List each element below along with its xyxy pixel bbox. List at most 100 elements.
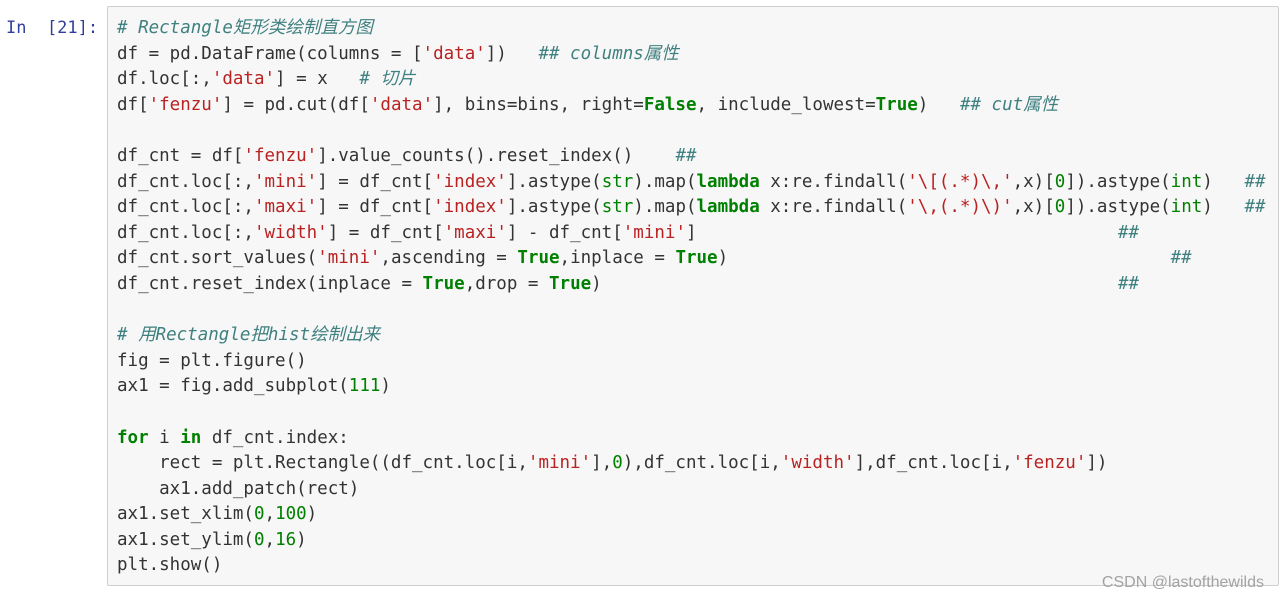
code-token-string: 'mini' — [253, 171, 318, 192]
code-token-text: ]).astype( — [1065, 171, 1171, 192]
code-token-text: ] — [685, 222, 1118, 243]
code-token-string: 'mini' — [527, 453, 592, 474]
code-token-text: ] = df_cnt[ — [317, 197, 434, 218]
code-token-builtin: str — [601, 171, 634, 192]
code-line: ax1.set_ylim(0,16) — [117, 528, 1266, 554]
code-token-text: ] = x — [275, 69, 360, 90]
code-token-number: 0 — [1054, 197, 1066, 218]
code-token-text: ) — [296, 529, 307, 550]
code-token-text: ) — [380, 376, 391, 397]
code-line: df.loc[:,'data'] = x # 切片 — [117, 67, 1266, 93]
code-line: df_cnt.loc[:,'mini'] = df_cnt['index'].a… — [117, 170, 1266, 196]
code-token-text: ,x)[ — [1012, 197, 1055, 218]
code-token-string: '\,(.*)\)' — [907, 197, 1013, 218]
code-token-string: 'index' — [433, 171, 507, 192]
code-token-number: 0 — [253, 529, 265, 550]
code-token-string: 'data' — [422, 43, 486, 64]
code-line: df['fenzu'] = pd.cut(df['data'], bins=bi… — [117, 93, 1266, 119]
code-token-text: ], — [591, 453, 613, 474]
code-line: df_cnt.reset_index(inplace = True,drop =… — [117, 272, 1266, 298]
code-token-string: 'data' — [369, 94, 434, 115]
code-token-text: x:re.findall( — [759, 197, 908, 218]
code-token-number: 0 — [253, 504, 265, 525]
code-token-builtin: int — [1170, 197, 1203, 218]
code-token-number: 111 — [348, 376, 381, 397]
code-token-text: ] - df_cnt[ — [506, 222, 623, 243]
code-token-text: ) — [917, 94, 960, 115]
code-token-text: df_cnt.index: — [201, 427, 349, 448]
code-token-comment: ## cut属性 — [959, 94, 1059, 115]
code-token-text: ax1.add_patch(rect) — [117, 478, 360, 499]
code-token-text: ] = pd.cut(df[ — [222, 94, 370, 115]
code-token-text: ) — [1202, 197, 1245, 218]
code-token-text: ]) — [1086, 453, 1108, 474]
code-token-text: ax1.set_xlim( — [117, 504, 254, 525]
code-line: df_cnt.sort_values('mini',ascending = Tr… — [117, 246, 1266, 272]
code-line: df_cnt.loc[:,'width'] = df_cnt['maxi'] -… — [117, 221, 1266, 247]
code-editor[interactable]: # Rectangle矩形类绘制直方图 df = pd.DataFrame(col… — [117, 16, 1266, 579]
code-token-keyword: in — [180, 427, 202, 448]
code-token-text: df_cnt = df[ — [117, 145, 244, 166]
code-token-text: ).map( — [633, 171, 697, 192]
code-token-text: ,drop = — [464, 273, 549, 294]
code-cell-input[interactable]: # Rectangle矩形类绘制直方图 df = pd.DataFrame(col… — [107, 6, 1279, 586]
code-token-text: ) — [306, 504, 318, 525]
code-token-string: 'mini' — [622, 222, 686, 243]
code-token-string: 'data' — [211, 69, 276, 90]
code-line — [117, 400, 1266, 426]
code-token-string: 'fenzu' — [1012, 453, 1087, 474]
code-token-text: df_cnt.reset_index(inplace = — [117, 273, 423, 294]
code-line: df = pd.DataFrame(columns = ['data']) ##… — [117, 42, 1266, 68]
code-token-keyword: True — [875, 94, 918, 115]
cell-prompt: In [21]: — [6, 18, 99, 38]
code-token-text: df_cnt.loc[:, — [117, 197, 254, 218]
code-token-builtin: str — [601, 197, 634, 218]
code-token-text: ]) — [485, 43, 539, 64]
code-token-text: ].astype( — [506, 171, 602, 192]
code-token-text: df_cnt.sort_values( — [117, 248, 318, 269]
code-token-number: 100 — [275, 504, 307, 525]
code-token-keyword: True — [517, 248, 560, 269]
code-token-comment: ## — [1117, 222, 1140, 243]
code-token-string: 'fenzu' — [148, 94, 223, 115]
code-token-keyword: False — [643, 94, 697, 115]
code-token-comment: ## columns属性 — [538, 43, 679, 64]
code-token-text: ),df_cnt.loc[i, — [622, 453, 781, 474]
code-token-text: df_cnt.loc[:, — [117, 222, 254, 243]
code-token-text: ],df_cnt.loc[i, — [854, 453, 1013, 474]
code-line: ax1 = fig.add_subplot(111) — [117, 374, 1266, 400]
code-line — [117, 298, 1266, 324]
code-token-text: df = pd.DataFrame(columns = [ — [117, 43, 423, 64]
code-token-text: ] = df_cnt[ — [327, 222, 444, 243]
code-line: # Rectangle矩形类绘制直方图 — [117, 16, 1266, 42]
code-token-text: ,inplace = — [559, 248, 676, 269]
code-token-comment: ## — [675, 145, 697, 166]
code-token-text: , — [264, 504, 276, 525]
code-token-text: ], bins=bins, right= — [433, 94, 644, 115]
code-token-builtin: int — [1170, 171, 1203, 192]
code-token-text: ]).astype( — [1065, 197, 1171, 218]
code-token-text: ) — [591, 273, 1118, 294]
code-token-comment: ## — [1117, 273, 1140, 294]
code-token-text: x:re.findall( — [759, 171, 908, 192]
code-token-string: 'maxi' — [253, 197, 318, 218]
code-token-comment: # Rectangle矩形类绘制直方图 — [117, 18, 373, 38]
code-token-text: rect = plt.Rectangle((df_cnt.loc[i, — [117, 453, 528, 474]
code-token-comment: # 用Rectangle把hist绘制出来 — [117, 325, 381, 346]
code-line: ax1.add_patch(rect) — [117, 477, 1266, 503]
code-line: df_cnt.loc[:,'maxi'] = df_cnt['index'].a… — [117, 195, 1266, 221]
code-token-keyword: for — [117, 427, 149, 448]
code-token-comment: # 切片 — [359, 69, 416, 90]
code-token-string: 'width' — [253, 222, 328, 243]
code-token-text: df_cnt.loc[:, — [117, 171, 254, 192]
code-token-comment: ## — [1244, 171, 1266, 192]
code-token-string: 'index' — [433, 197, 507, 218]
code-token-text: ].value_counts().reset_index() — [317, 145, 676, 166]
code-line: rect = plt.Rectangle((df_cnt.loc[i,'mini… — [117, 451, 1266, 477]
code-line: # 用Rectangle把hist绘制出来 — [117, 323, 1266, 349]
code-token-keyword: True — [675, 248, 718, 269]
code-line: for i in df_cnt.index: — [117, 426, 1266, 452]
code-token-text: ax1.set_ylim( — [117, 529, 254, 550]
code-token-text: fig = plt.figure() — [117, 350, 307, 371]
code-token-number: 0 — [612, 453, 623, 474]
